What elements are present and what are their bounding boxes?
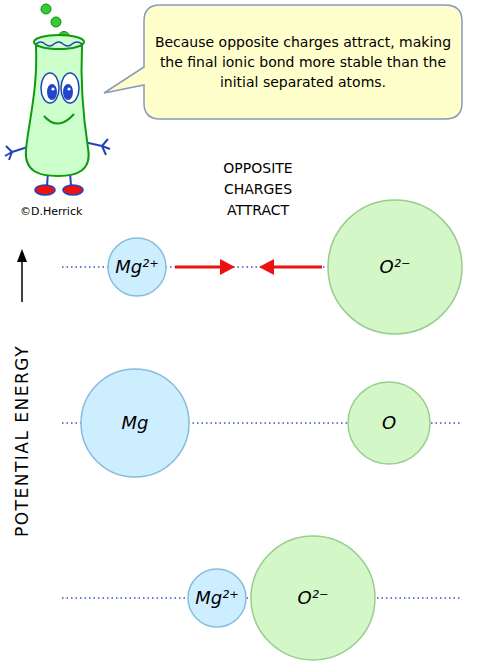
chemical-symbol: Mg²⁺ <box>195 587 239 609</box>
bubble-shape <box>104 5 462 119</box>
node-text-box: Mg <box>80 368 190 478</box>
circle-shape <box>81 369 189 477</box>
circle-shape <box>108 238 166 296</box>
ion-circle: O²⁻ <box>250 535 376 661</box>
ion-circle: Mg²⁺ <box>187 568 247 628</box>
node-text-box: Mg²⁺ <box>107 237 167 297</box>
node-text-box: O²⁻ <box>327 199 463 335</box>
circle-shape <box>188 569 246 627</box>
speech-bubble: Because opposite charges attract, making… <box>100 3 465 125</box>
arrow-head <box>220 259 235 275</box>
circle-shape <box>348 382 430 464</box>
arrow-shaft <box>270 266 322 269</box>
copyright-note: ©D.Herrick <box>20 205 110 219</box>
node-text-box: Mg²⁺ <box>187 568 247 628</box>
flask-character <box>5 4 110 195</box>
circle-shape <box>251 536 375 660</box>
attraction-arrows <box>175 259 322 275</box>
atom-circle: O <box>347 381 431 465</box>
circle-shape <box>328 200 462 334</box>
node-text-box: Because opposite charges attract, making… <box>152 9 454 115</box>
chemical-symbol: O²⁻ <box>380 256 411 278</box>
chemical-symbol: O²⁻ <box>298 587 329 609</box>
caption-note: OPPOSITE CHARGES ATTRACT <box>203 158 313 221</box>
axis-title: POTENTIAL ENERGY <box>11 306 33 576</box>
arrow-shaft <box>175 266 224 269</box>
ion-circle: Mg²⁺ <box>107 237 167 297</box>
chemical-symbol: Mg²⁺ <box>115 256 159 278</box>
node-text-box: O²⁻ <box>250 535 376 661</box>
arrow-head <box>259 259 274 275</box>
chemical-symbol: Mg <box>122 412 149 434</box>
chemical-symbol: O <box>382 412 396 434</box>
atom-circle: Mg <box>80 368 190 478</box>
ion-circle: O²⁻ <box>327 199 463 335</box>
speech-text: Because opposite charges attract, making… <box>152 32 454 92</box>
node-text-box: O <box>347 381 431 465</box>
axis-arrow <box>17 249 27 302</box>
